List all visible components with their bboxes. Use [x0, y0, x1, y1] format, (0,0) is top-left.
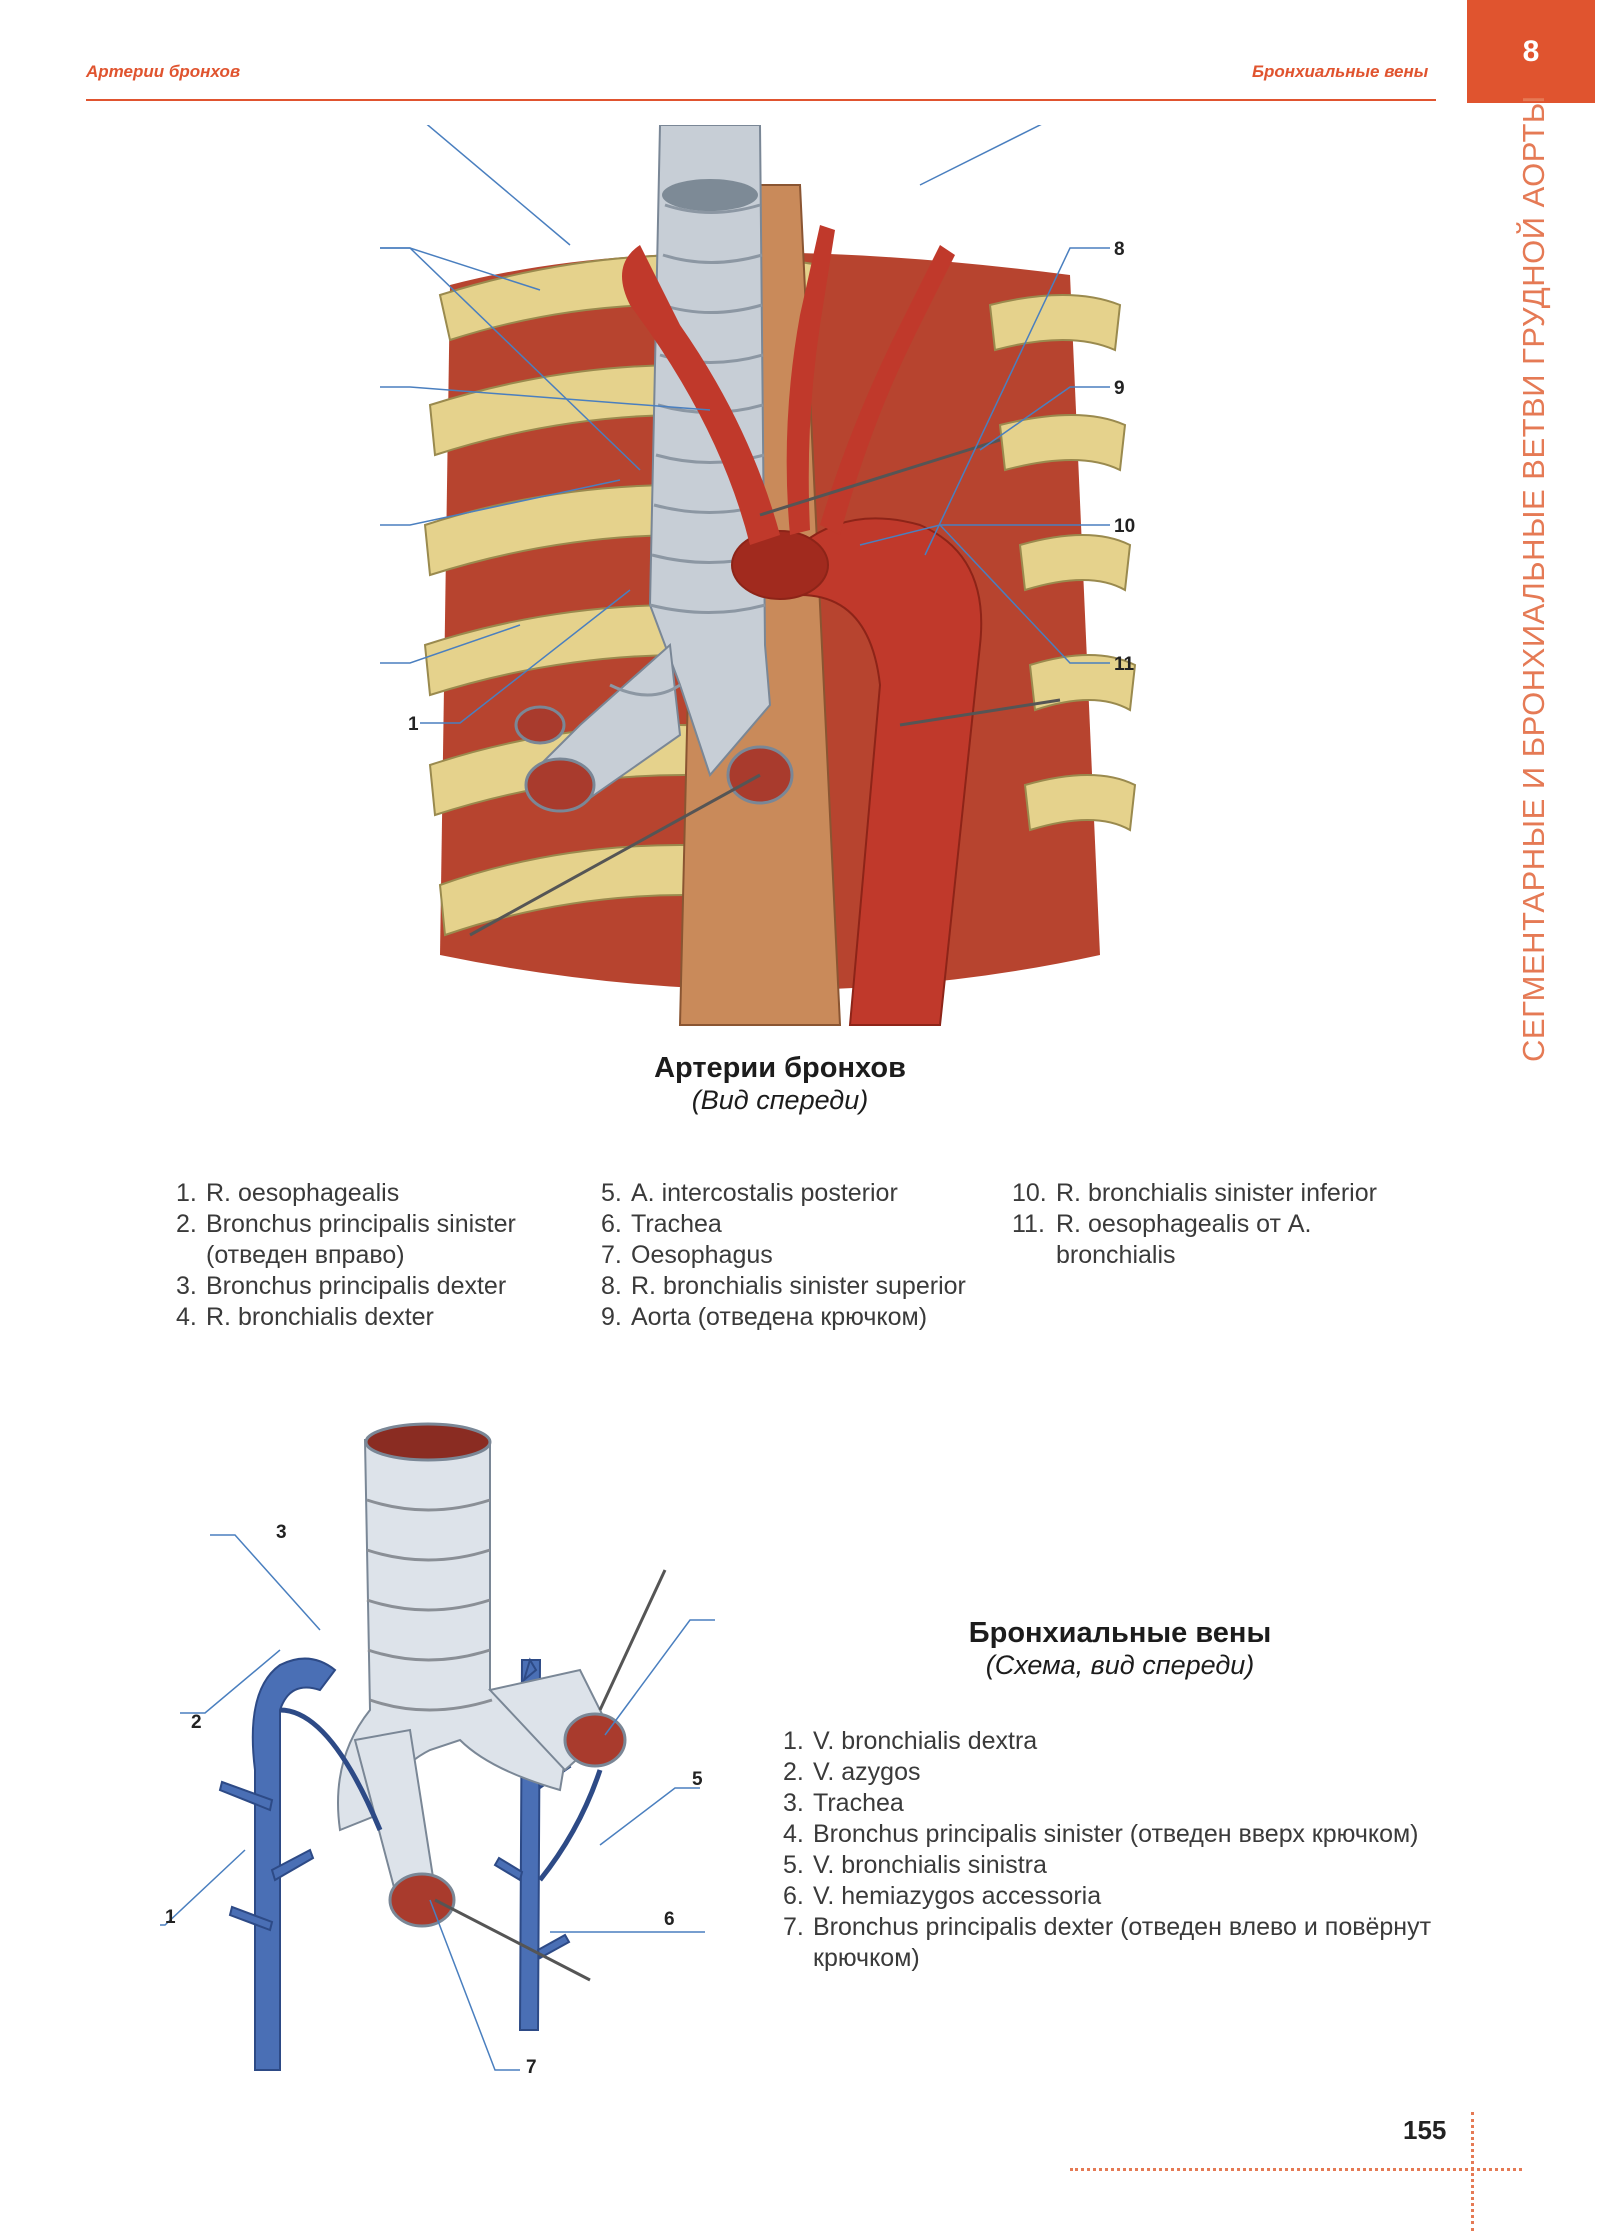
azygos-vein-shape: [218, 1657, 337, 2071]
figure1-title: Артерии бронхов: [654, 1052, 906, 1084]
running-header-right: Бронхиальные вены: [1252, 62, 1429, 81]
chapter-number-tab: 8: [1467, 0, 1595, 103]
figure2-title: Бронхиальные вены: [968, 1617, 1272, 1649]
legend-item: 7.Bronchus principalis dexter (отведен в…: [783, 1913, 1432, 1972]
legend-item: 1.R. oesophagealis: [176, 1179, 400, 1207]
callout-9: 9: [1114, 378, 1125, 399]
callout-leaders: [380, 125, 1110, 724]
legend-item: 2.Bronchus principalis sinister (отведен…: [176, 1210, 516, 1269]
legend-item: 6.Trachea: [601, 1210, 722, 1238]
callout-1: 1: [165, 1907, 176, 1928]
legend-item: 6.V. hemiazygos accessoria: [783, 1882, 1102, 1910]
trachea-shape: [514, 125, 794, 813]
legend-item: 5.V. bronchialis sinistra: [783, 1851, 1047, 1879]
legend-item: 10.R. bronchialis sinister inferior: [1012, 1179, 1377, 1207]
callout-6: 6: [664, 1909, 675, 1930]
figure2-legend: 1.V. bronchialis dextra 2.V. azygos 3.Tr…: [783, 1726, 1483, 1974]
callout-8: 8: [1114, 239, 1125, 260]
trachea-scheme-shape: [337, 1422, 627, 1928]
figure1-legend-col3: 10.R. bronchialis sinister inferior 11.R…: [1012, 1178, 1392, 1271]
figure2-callouts: 3 2 1 4 5 6 7: [165, 1522, 703, 2078]
callout-5: 5: [692, 1769, 703, 1790]
retractor-hooks: [469, 438, 1061, 937]
legend-item: 4.R. bronchialis dexter: [176, 1303, 434, 1331]
legend-item: 8.R. bronchialis sinister superior: [601, 1272, 966, 1300]
bronchial-veins-illustration: 3 2 1 4 5 6 7: [160, 1422, 715, 2078]
bronchial-veins-lines: [279, 1707, 603, 1882]
callout-7: 7: [526, 2057, 537, 2078]
legend-item: 3.Trachea: [783, 1789, 904, 1817]
legend-item: 11.R. oesophagealis от A. bronchialis: [1012, 1210, 1312, 1269]
page-number: 155: [1403, 2115, 1447, 2145]
legend-item: 1.V. bronchialis dextra: [783, 1727, 1038, 1755]
legend-item: 5.A. intercostalis posterior: [601, 1179, 898, 1207]
side-section-title: СЕГМЕНТАРНЫЕ И БРОНХИАЛЬНЫЕ ВЕТВИ ГРУДНО…: [1516, 95, 1551, 1062]
running-header-left: Артерии бронхов: [86, 62, 241, 81]
header-rule: [86, 99, 1436, 101]
retractor-hooks-2: [434, 1569, 667, 1982]
callout-3: 3: [276, 1522, 287, 1543]
callout-1: 1: [408, 714, 419, 735]
callout-10: 10: [1114, 516, 1135, 537]
legend-item: 3.Bronchus principalis dexter: [176, 1272, 507, 1300]
callout-11: 11: [1114, 654, 1135, 675]
legend-item: 4.Bronchus principalis sinister (отведен…: [783, 1820, 1419, 1848]
figure1-legend-col1: 1.R. oesophagealis 2.Bronchus principali…: [176, 1178, 546, 1333]
legend-item: 2.V. azygos: [783, 1758, 921, 1786]
figure1-callouts: 6 7 5 8 4 9 3 10 2 11 1: [408, 239, 1135, 735]
bronchial-arteries-illustration: 6 7 5 8 4 9 3 10 2 11 1: [380, 125, 1137, 1026]
legend-item: 7.Oesophagus: [601, 1241, 773, 1269]
figure1-subtitle: (Вид спереди): [691, 1085, 869, 1115]
figure1-caption: Артерии бронхов (Вид спереди): [560, 1052, 1000, 1116]
figure2-caption: Бронхиальные вены (Схема, вид спереди): [890, 1617, 1350, 1681]
figure2-subtitle: (Схема, вид спереди): [985, 1650, 1255, 1680]
figure1-legend-col2: 5.A. intercostalis posterior 6.Trachea 7…: [601, 1178, 1001, 1333]
aorta-shape: [622, 225, 983, 1026]
footer-dotted-rule: [1070, 2168, 1522, 2171]
footer-dotted-vertical: [1471, 2112, 1474, 2231]
callout-2: 2: [191, 1712, 202, 1733]
callout-leaders-2: [160, 1534, 715, 2071]
legend-item: 9.Aorta (отведена крючком): [601, 1303, 928, 1331]
